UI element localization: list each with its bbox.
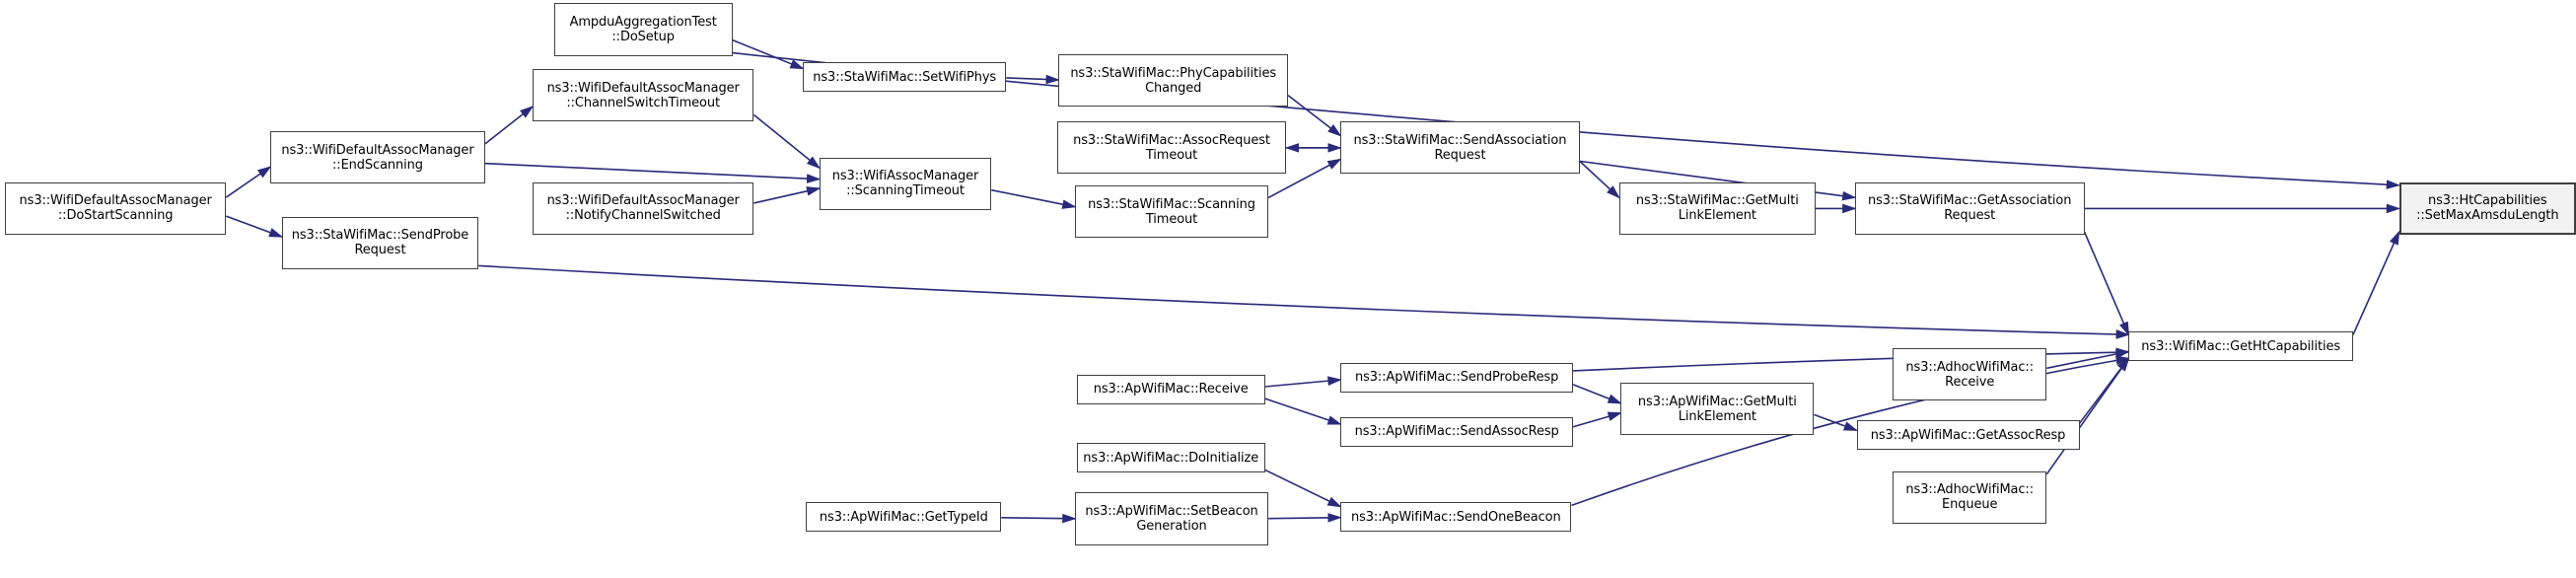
graph-edge: [226, 215, 284, 238]
graph-node[interactable]: ns3::StaWifiMac::AssocRequest Timeout: [1056, 121, 1287, 175]
graph-edge: [1264, 376, 1342, 388]
graph-node[interactable]: ns3::StaWifiMac::GetMulti LinkElement: [1618, 181, 1816, 236]
graph-edge: [1268, 513, 1342, 523]
graph-edge: [1006, 74, 1060, 85]
graph-node[interactable]: ns3::StaWifiMac::PhyCapabilities Changed: [1058, 53, 1288, 108]
graph-edge: [2352, 230, 2400, 335]
graph-node[interactable]: ns3::WifiDefaultAssocManager ::NotifyCha…: [533, 181, 754, 236]
graph-edge: [1579, 160, 1620, 199]
graph-node[interactable]: ns3::ApWifiMac::SendAssocResp: [1340, 416, 1574, 447]
graph-node[interactable]: ns3::AdhocWifiMac:: Receive: [1893, 347, 2047, 401]
graph-edge: [1264, 469, 1342, 508]
graph-node[interactable]: ns3::ApWifiMac::SendProbeResp: [1340, 362, 1574, 393]
graph-node[interactable]: ns3::WifiAssocManager ::ScanningTimeout: [819, 157, 992, 211]
graph-edge: [1572, 411, 1622, 428]
graph-node[interactable]: ns3::WifiDefaultAssocManager ::DoStartSc…: [4, 181, 227, 236]
graph-node[interactable]: ns3::WifiDefaultAssocManager ::EndScanni…: [270, 131, 485, 184]
graph-edge: [753, 186, 822, 204]
graph-node[interactable]: AmpduAggregationTest ::DoSetup: [553, 3, 733, 56]
graph-node[interactable]: ns3::HtCapabilities ::SetMaxAmsduLength: [2398, 181, 2576, 236]
graph-edge: [2078, 356, 2130, 424]
graph-edge: [225, 166, 272, 198]
graph-edge: [478, 264, 2130, 339]
graph-node[interactable]: ns3::StaWifiMac::SendProbe Request: [281, 216, 479, 270]
graph-node[interactable]: ns3::ApWifiMac::GetTypeId: [806, 502, 1002, 533]
graph-node[interactable]: ns3::WifiMac::GetHtCapabilities: [2128, 331, 2353, 362]
graph-edge: [732, 38, 805, 70]
graph-node[interactable]: ns3::StaWifiMac::GetAssociation Request: [1854, 181, 2085, 236]
graph-edge: [991, 188, 1077, 209]
graph-node[interactable]: ns3::ApWifiMac::GetAssocResp: [1856, 420, 2080, 451]
graph-edge: [2046, 349, 2130, 370]
graph-edge: [1814, 413, 1859, 432]
graph-edge: [484, 105, 535, 145]
graph-node[interactable]: ns3::ApWifiMac::DoInitialize: [1076, 443, 1265, 473]
graph-edge: [2083, 231, 2130, 336]
graph-node[interactable]: ns3::AdhocWifiMac:: Enqueue: [1893, 470, 2047, 525]
graph-edge: [1572, 384, 1622, 404]
graph-node[interactable]: ns3::WifiDefaultAssocManager ::ChannelSw…: [533, 68, 754, 122]
graph-edge: [1001, 513, 1077, 524]
graph-edge: [484, 162, 822, 183]
graph-node[interactable]: ns3::StaWifiMac::Scanning Timeout: [1074, 185, 1269, 239]
graph-node[interactable]: ns3::ApWifiMac::Receive: [1076, 374, 1265, 404]
graph-edge: [2045, 356, 2130, 475]
graph-node[interactable]: ns3::ApWifiMac::GetMulti LinkElement: [1620, 382, 1815, 436]
graph-edge: [752, 113, 822, 170]
graph-edge: [1287, 94, 1342, 137]
graph-node[interactable]: ns3::StaWifiMac::SendAssociation Request: [1340, 121, 1580, 175]
graph-node[interactable]: ns3::StaWifiMac::SetWifiPhys: [803, 62, 1007, 93]
graph-edge: [1264, 397, 1342, 425]
graph-node[interactable]: ns3::ApWifiMac::SetBeacon Generation: [1074, 492, 1269, 545]
graph-node[interactable]: ns3::ApWifiMac::SendOneBeacon: [1340, 502, 1572, 533]
